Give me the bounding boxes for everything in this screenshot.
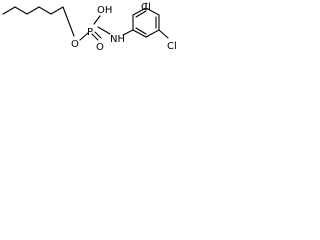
phosphoryl-oxygen-label: O	[96, 42, 104, 53]
nh-ring-bond	[122, 29, 134, 36]
hexyl-bond-2	[14, 6, 28, 15]
o-p-bond	[79, 32, 89, 41]
p-oh-bond	[93, 15, 101, 25]
ring-bond-6	[132, 29, 147, 38]
chlorine-top-label: Cl	[141, 2, 151, 13]
p-o-double-bond-a	[91, 33, 99, 41]
hydroxyl-label: OH	[97, 5, 112, 16]
nitrogen-hydrogen-label: NH	[110, 34, 125, 45]
ring-bond-2	[132, 7, 147, 16]
p-o-double-bond-b	[94, 31, 102, 39]
hexyl-bond-1	[2, 6, 16, 15]
ester-oxygen-label: O	[71, 39, 79, 50]
hexyl-bond-6	[62, 6, 75, 37]
phosphorus-label: P	[87, 27, 93, 38]
p-nh-bond	[97, 26, 111, 35]
hexyl-bond-4	[38, 6, 52, 15]
c-cl-bottom-bond	[158, 29, 169, 39]
phosphoramidate-group	[79, 15, 111, 41]
chlorine-bottom-label: Cl	[167, 41, 177, 52]
ring-inner-bond-3	[135, 27, 147, 35]
hexyl-chain	[2, 6, 75, 37]
ring-bond-3	[145, 7, 160, 16]
ring-inner-bond-1	[135, 10, 147, 18]
hexyl-bond-5	[50, 6, 64, 15]
chemical-structure: O P OH O NH Cl Cl	[2, 2, 177, 53]
hexyl-bond-3	[26, 6, 40, 15]
dichlorophenyl-ring	[122, 2, 169, 39]
ring-bond-5	[145, 29, 160, 38]
